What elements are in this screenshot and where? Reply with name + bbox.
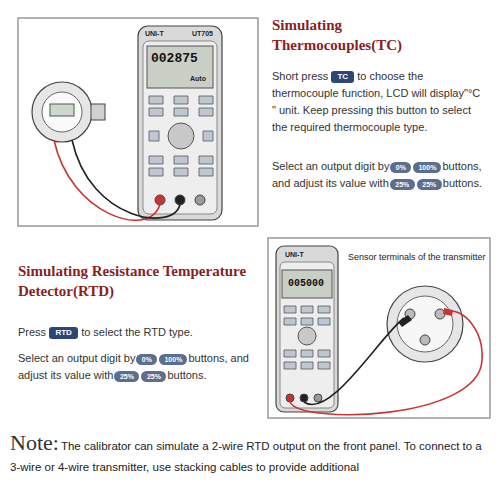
lcd-screen	[147, 46, 213, 88]
section-heading-block: Simulating Resistance Temperature Detect…	[18, 262, 248, 301]
adjust-key: 25%	[417, 179, 442, 190]
instruction-text: buttons.	[167, 369, 206, 381]
instruction-text: buttons.	[443, 177, 482, 189]
calibrator-body	[276, 246, 338, 412]
key-label: 100%	[418, 164, 436, 171]
red-test-lead	[290, 311, 482, 415]
figure-frame	[18, 18, 258, 226]
red-terminal	[286, 394, 294, 402]
adjust-key: 0%	[390, 162, 411, 173]
calibrator-body	[138, 26, 222, 220]
sensor-terminal	[420, 335, 430, 345]
transmitter-housing	[32, 82, 92, 142]
adjust-key: 25%	[141, 371, 166, 382]
keypad	[149, 96, 213, 176]
adjust-key: 25%	[390, 179, 415, 190]
instruction-text: Select an output digit by	[272, 160, 389, 172]
red-terminal	[155, 195, 165, 205]
instruction-text: Short press	[272, 70, 328, 82]
section-heading: Simulating Resistance Temperature Detect…	[18, 263, 246, 299]
transmitter-display	[50, 104, 74, 116]
keypad	[284, 306, 330, 369]
instruction-text: Press	[18, 326, 46, 338]
transmitter-conduit	[91, 104, 105, 120]
note-text-block: Note:The calibrator can simulate a 2-wir…	[10, 426, 492, 476]
lcd-reading-block: 002875	[151, 52, 198, 65]
brand-label-block: UNI-T	[285, 251, 304, 258]
instruction-text: to select the RTD type.	[81, 326, 193, 338]
alligator-clip	[398, 315, 412, 327]
lcd-screen	[282, 270, 332, 298]
instruction-text-block: Select an output digit by0%100%buttons, …	[272, 158, 487, 192]
key-label: 25%	[147, 373, 161, 380]
figure-frame	[268, 238, 490, 418]
terminal	[195, 195, 205, 205]
instruction-text-block: Select an output digit by0%100%buttons, …	[18, 350, 258, 384]
section-heading: Simulating Thermocouples(TC)	[272, 17, 402, 53]
lcd-reading: 002875	[151, 51, 198, 66]
model-label-block: UT705	[192, 30, 213, 37]
key-label: 100%	[164, 356, 182, 363]
navigation-pad	[168, 123, 194, 149]
red-test-lead	[54, 140, 160, 220]
key-label: 25%	[120, 373, 134, 380]
adjust-key: 100%	[413, 162, 441, 173]
black-terminal	[300, 394, 308, 402]
model-label: UT705	[192, 30, 213, 37]
key-label: 0%	[396, 164, 406, 171]
terminal	[314, 394, 322, 402]
note-heading: Note:	[10, 430, 59, 455]
black-terminal	[175, 195, 185, 205]
instruction-text: Select an output digit by	[18, 352, 135, 364]
black-test-lead	[72, 140, 180, 218]
instruction-text-block: Press RTD to select the RTD type.	[18, 324, 258, 341]
adjust-key: 25%	[114, 371, 139, 382]
key-label: 25%	[395, 181, 409, 188]
brand-label-block: UNI-T	[145, 30, 164, 37]
black-test-lead	[304, 318, 404, 405]
function-key: RTD	[49, 327, 78, 339]
key-label: TC	[337, 72, 348, 81]
callout-label-block: Sensor terminals of the transmitter	[348, 252, 488, 264]
lcd-indicator-block: Auto	[190, 75, 206, 82]
navigation-pad	[298, 327, 316, 345]
transmitter-face	[42, 92, 82, 132]
instruction-text-block: Short pressTCto choose the thermocouple …	[272, 68, 487, 136]
function-key: TC	[331, 71, 354, 83]
calibrator-face	[143, 41, 217, 214]
key-label: RTD	[55, 328, 71, 337]
lcd-indicator: Auto	[190, 75, 206, 82]
key-label: 0%	[142, 356, 152, 363]
alligator-clip	[443, 308, 453, 316]
lcd-reading-block: 005000	[288, 279, 324, 289]
section-heading-block: Simulating Thermocouples(TC)	[272, 16, 432, 55]
callout-label: Sensor terminals of the transmitter	[348, 252, 486, 262]
adjust-key: 0%	[136, 354, 157, 365]
lcd-reading: 005000	[288, 278, 324, 289]
transmitter-face	[397, 296, 453, 352]
adjust-key: 100%	[159, 354, 187, 365]
brand-label: UNI-T	[145, 30, 164, 37]
calibrator-face	[280, 262, 334, 408]
note-text: The calibrator can simulate a 2-wire RTD…	[10, 440, 482, 473]
brand-label: UNI-T	[285, 251, 304, 258]
key-label: 25%	[422, 181, 436, 188]
